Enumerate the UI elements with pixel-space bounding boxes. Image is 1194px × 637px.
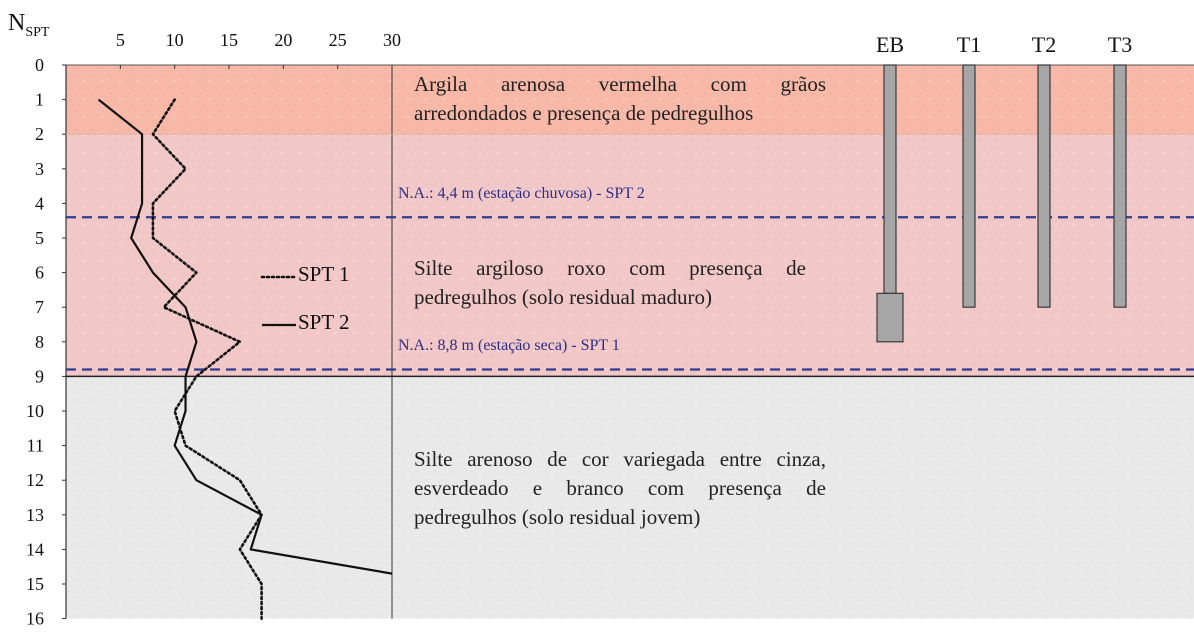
spt-series (97, 98, 393, 620)
soil-texture (66, 65, 1194, 619)
water-level-label-1: N.A.: 4,4 m (estação chuvosa) - SPT 2 (398, 185, 645, 203)
pile-label-t3: T3 (1107, 32, 1133, 57)
depth-tick-label: 14 (26, 539, 44, 559)
pile-base-eb (876, 292, 904, 343)
nspt-tick-label: 20 (274, 30, 292, 50)
water-levels (66, 216, 1194, 371)
series-spt-2-line (97, 98, 393, 575)
depth-tick-label: 12 (26, 470, 44, 490)
nspt-tick-label: 25 (329, 30, 347, 50)
depth-tick-label: 16 (26, 609, 44, 629)
layer-description-2: Silte argiloso roxo com presença de pedr… (414, 256, 806, 309)
depth-tick-label: 11 (27, 436, 44, 456)
pile-shaft-t2 (1037, 64, 1051, 308)
soil-layer-texture-2 (66, 134, 1194, 377)
layer-description-3: Silte arenoso de cor variegada entre cin… (414, 447, 826, 529)
nspt-tick-label: 15 (220, 30, 238, 50)
depth-tick-label: 6 (35, 263, 44, 283)
legend-label-2: SPT 2 (298, 310, 350, 334)
soil-layer-texture-3 (66, 376, 1194, 619)
pile-label-t1: T1 (956, 32, 982, 57)
pile-shaft-t3 (1113, 64, 1127, 308)
depth-tick-label: 13 (26, 505, 44, 525)
depth-tick-label: 5 (35, 228, 44, 248)
soil-layer-texture-1 (66, 65, 1194, 135)
depth-tick-label: 7 (35, 297, 44, 317)
pile-label-eb: EB (875, 32, 905, 57)
depth-tick-label: 8 (35, 332, 44, 352)
pile-label-t2: T2 (1031, 32, 1057, 57)
pile-shaft-t1 (962, 64, 976, 308)
depth-tick-label: 0 (35, 55, 44, 75)
pile-shaft-eb (883, 64, 897, 294)
depth-tick-label: 4 (35, 193, 44, 213)
nspt-tick-label: 10 (166, 30, 184, 50)
nspt-tick-label: 5 (116, 30, 125, 50)
series-spt-1-line (151, 98, 263, 620)
water-level-label-2: N.A.: 8,8 m (estação seca) - SPT 1 (398, 337, 620, 355)
depth-tick-label: 1 (35, 90, 44, 110)
axis-title: NSPT (8, 10, 50, 40)
depth-tick-label: 3 (35, 159, 44, 179)
depth-tick-label: 2 (35, 124, 44, 144)
layer-description-1: Argila arenosa vermelha com grãos arredo… (414, 72, 826, 125)
piles (876, 64, 1127, 343)
depth-tick-label: 9 (35, 366, 44, 386)
depth-tick-label: 10 (26, 401, 44, 421)
depth-tick-label: 15 (26, 574, 44, 594)
legend-label-1: SPT 1 (298, 262, 350, 286)
legend (260, 275, 298, 327)
nspt-tick-label: 30 (383, 30, 401, 50)
